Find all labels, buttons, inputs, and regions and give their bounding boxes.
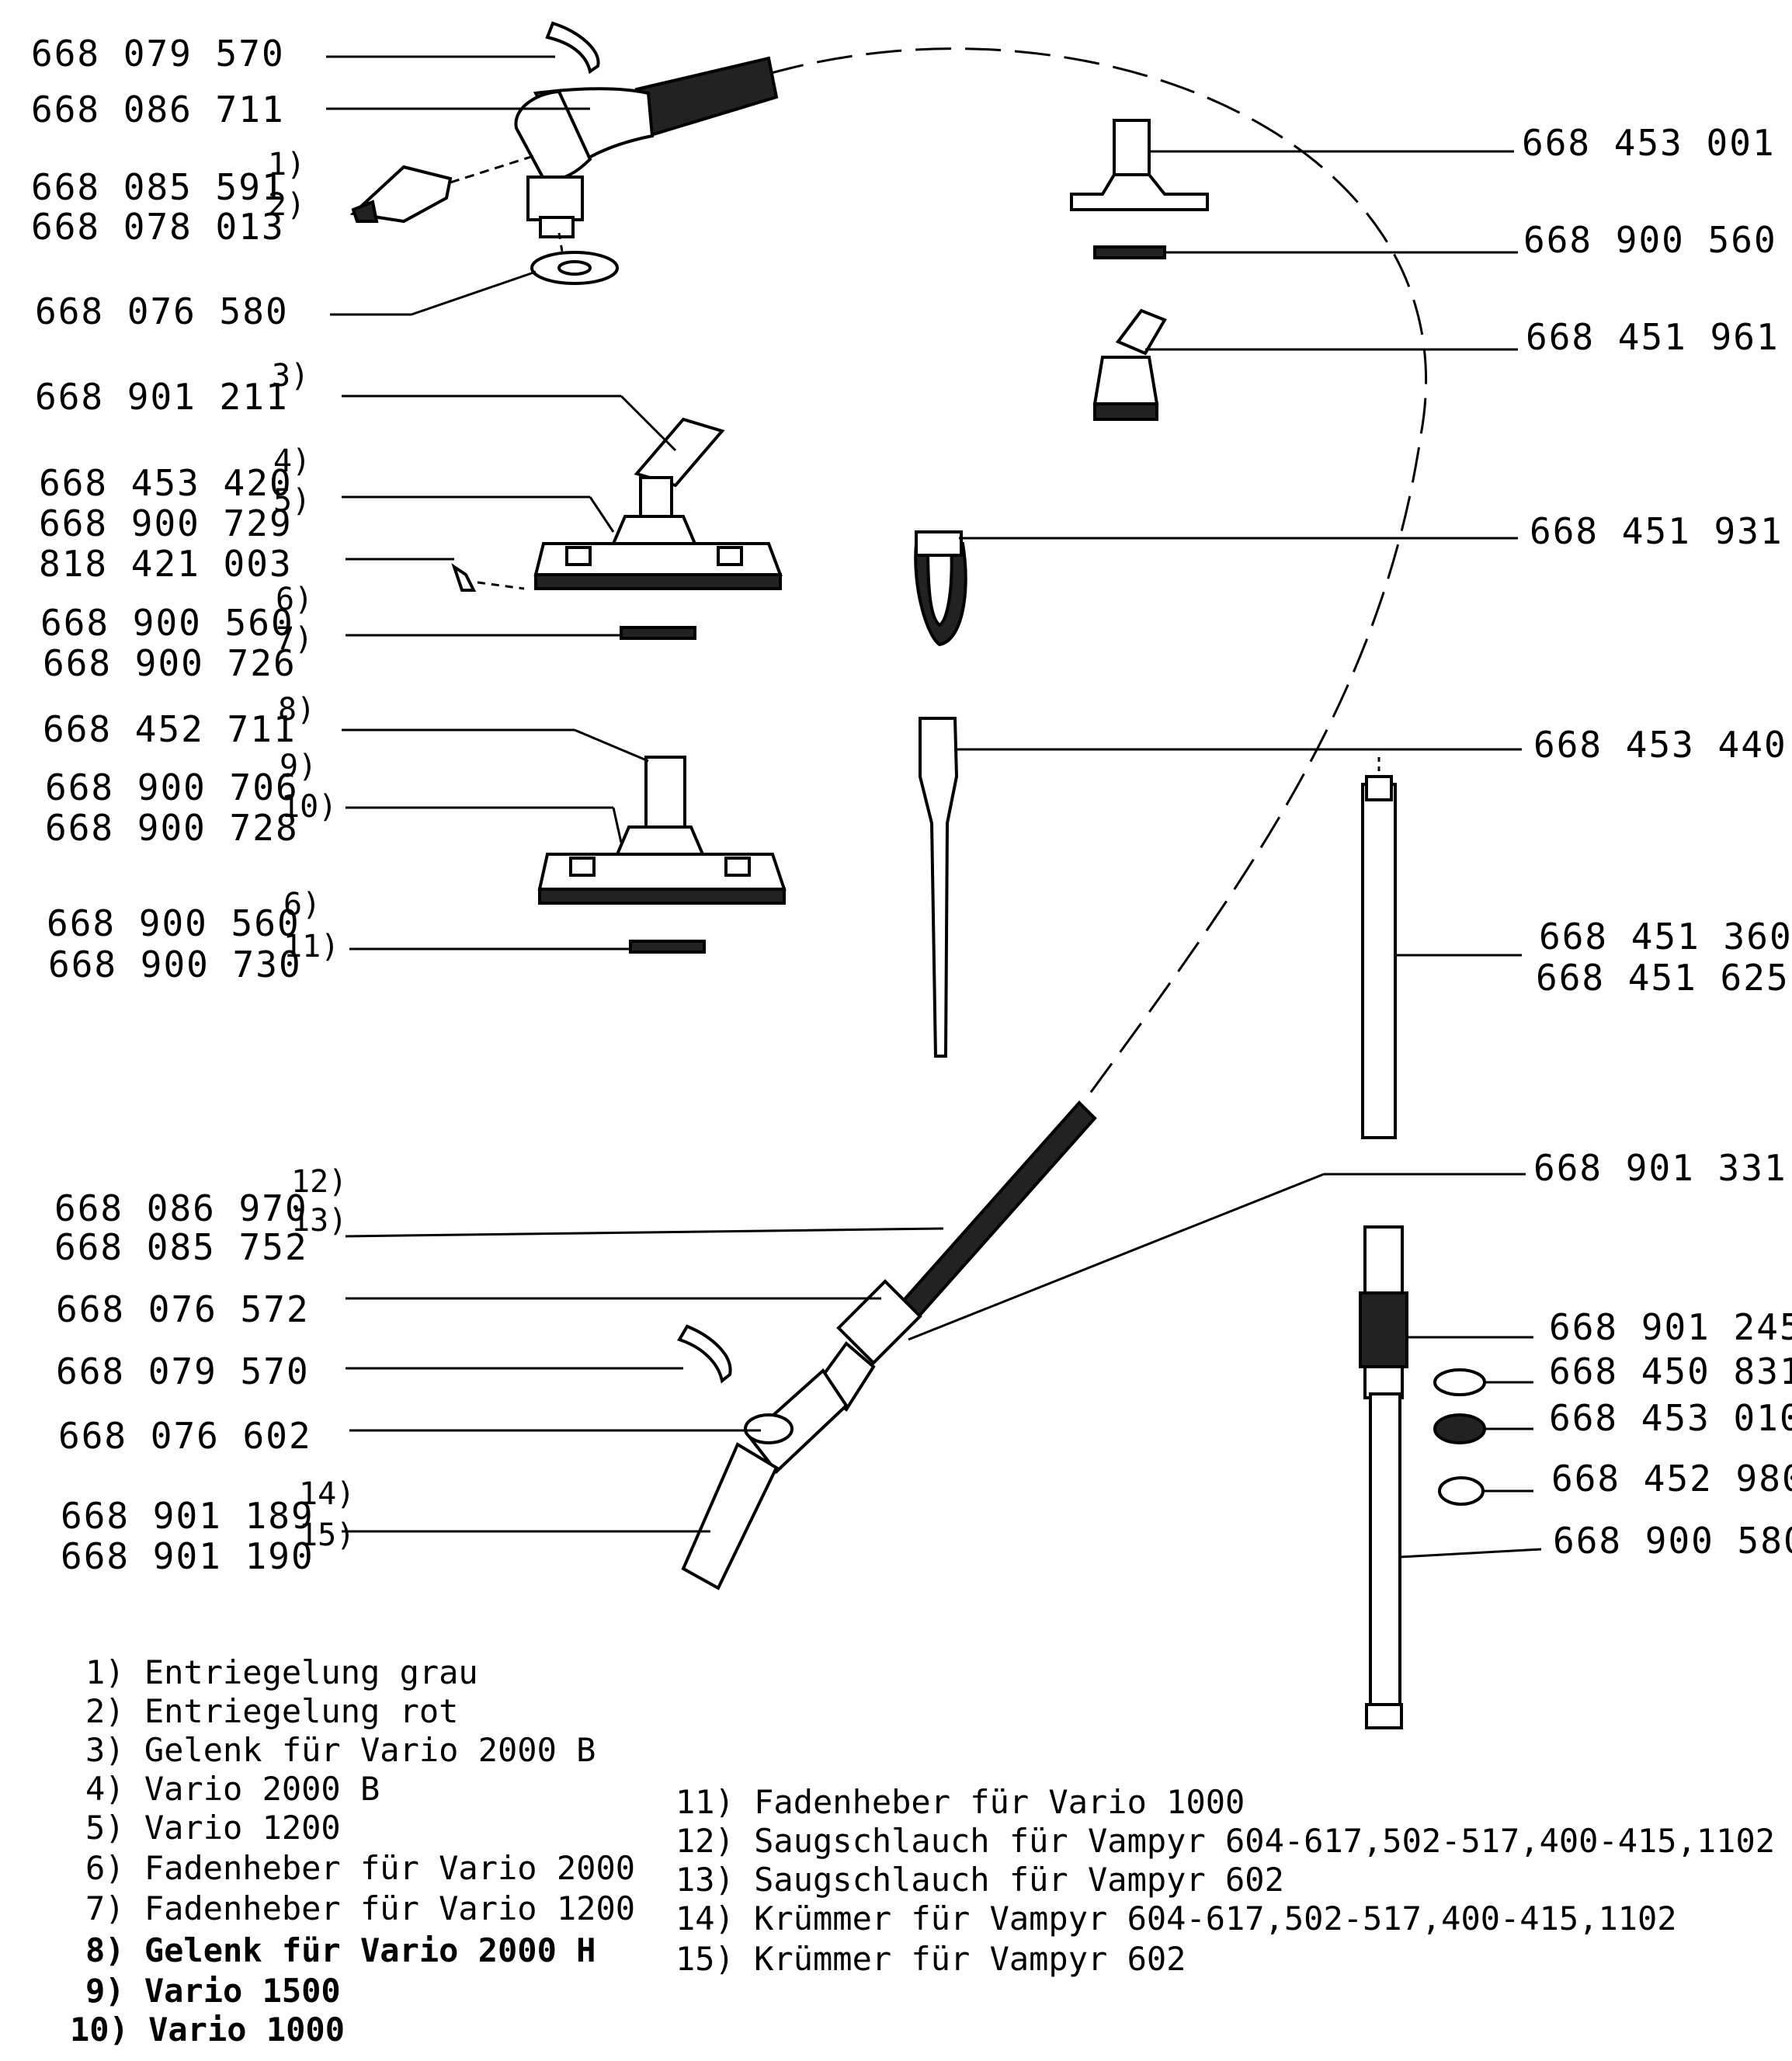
legend-right: 11) Fadenheber für Vario 1000 12) Saugsc… (675, 1783, 1775, 1978)
ref-number: 6) (276, 582, 313, 617)
part-number: 668 901 211 (35, 376, 289, 418)
part-number: 668 901 245 (1549, 1306, 1792, 1348)
legend-item: 8) Gelenk für Vario 2000 H (85, 1931, 596, 1969)
legend-item: 11) Fadenheber für Vario 1000 (675, 1783, 1245, 1821)
part-number: 668 076 572 (56, 1288, 310, 1330)
dusting-brush-right (1092, 308, 1167, 421)
floor-nozzle-lower (537, 756, 787, 905)
extension-tube-upper (1361, 775, 1397, 1139)
part-number: 668 451 961 (1526, 316, 1780, 358)
part-number: 668 076 580 (35, 290, 289, 332)
ref-number: 5) (273, 483, 311, 519)
part-number: 668 079 570 (56, 1350, 310, 1392)
ref-number: 10) (281, 789, 337, 825)
part-number: 668 085 752 (54, 1226, 308, 1268)
clip-icon-bottom (677, 1324, 732, 1384)
part-number: 668 900 728 (45, 807, 299, 849)
part-number: 668 900 706 (45, 766, 299, 808)
release-button-part (349, 165, 453, 224)
part-number: 668 086 711 (31, 89, 285, 130)
upholstery-nozzle-right (1070, 119, 1209, 211)
part-number: 668 076 602 (58, 1415, 312, 1457)
hose-dashed-path (768, 47, 1427, 1103)
part-number: 668 453 440 (1533, 724, 1787, 766)
ref-number: 12) (291, 1164, 347, 1200)
legend-item: 9) Vario 1500 (85, 1972, 341, 2010)
lower-hose-assembly (681, 1100, 1097, 1590)
ring-part-1 (1433, 1368, 1486, 1396)
ref-number: 14) (299, 1476, 355, 1512)
ref-number: 6) (283, 887, 321, 923)
legend-item: 4) Vario 2000 B (85, 1770, 380, 1808)
legend-item: 14) Krümmer für Vampyr 604-617,502-517,4… (675, 1899, 1677, 1938)
ref-number: 8) (278, 692, 315, 728)
clip-icon-top (545, 21, 600, 75)
screw-part (451, 563, 477, 592)
ref-number: 11) (283, 929, 339, 964)
ref-number: 3) (272, 358, 309, 394)
legend-left: 1) Entriegelung grau 2) Entriegelung rot… (70, 1653, 635, 2049)
legend-item: 15) Krümmer für Vampyr 602 (675, 1940, 1186, 1978)
ref-number: 1) (268, 147, 305, 182)
part-number: 668 452 980 (1551, 1458, 1792, 1500)
ring-part-2 (1438, 1476, 1485, 1506)
part-number: 668 900 560 (1523, 219, 1777, 261)
legend-item: 7) Fadenheber für Vario 1200 (85, 1889, 635, 1927)
part-number: 668 901 189 (61, 1495, 314, 1537)
part-number: 668 900 560 (40, 602, 294, 644)
ref-number: 9) (280, 749, 317, 784)
ref-number: 15) (299, 1517, 355, 1553)
crevice-tool-part (919, 717, 959, 1058)
part-number: 668 085 591 (31, 166, 285, 208)
part-number: 668 079 570 (31, 33, 285, 75)
part-number: 668 078 013 (31, 206, 285, 248)
ref-number: 13) (291, 1203, 347, 1239)
ref-number: 2) (268, 187, 305, 223)
part-number: 668 900 580 (1553, 1520, 1792, 1562)
part-number: 668 900 730 (48, 944, 302, 985)
floor-nozzle-upper (533, 417, 783, 590)
thread-lifter-right (1093, 245, 1166, 259)
telescopic-tube-lower (1359, 1225, 1408, 1729)
upper-hose-assembly (514, 56, 779, 238)
legend-item: 1) Entriegelung grau (85, 1653, 478, 1691)
part-number: 668 452 711 (43, 708, 297, 750)
legend-item: 6) Fadenheber für Vario 2000 (85, 1849, 635, 1887)
part-number: 668 453 010 (1549, 1397, 1792, 1439)
part-number: 668 901 331 (1533, 1147, 1787, 1189)
legend-item: 10) Vario 1000 (70, 2011, 345, 2049)
part-number: 668 453 001 (1522, 122, 1776, 164)
part-number: 668 450 831 (1549, 1350, 1792, 1392)
part-number: 668 451 360 (1539, 916, 1792, 958)
legend-item: 12) Saugschlauch für Vampyr 604-617,502-… (675, 1822, 1775, 1860)
legend-item: 5) Vario 1200 (85, 1809, 341, 1847)
slider-part (1433, 1413, 1486, 1444)
part-number: 818 421 003 (39, 543, 293, 585)
part-number: 668 453 420 (39, 462, 293, 504)
leader-lines (326, 55, 1542, 1559)
part-number: 668 086 970 (54, 1187, 308, 1229)
ref-number: 4) (273, 443, 311, 479)
legend-item: 13) Saugschlauch für Vampyr 602 (675, 1861, 1284, 1899)
part-number: 668 451 625 (1536, 957, 1790, 999)
legend-item: 2) Entriegelung rot (85, 1692, 458, 1730)
part-number: 668 900 726 (43, 642, 297, 684)
lint-lifter-upper (620, 626, 696, 640)
ref-number: 7) (276, 621, 313, 657)
upholstery-brush-part (914, 542, 967, 647)
part-number: 668 900 560 (47, 902, 300, 944)
part-number: 668 451 931 (1530, 510, 1783, 552)
lint-lifter-lower (629, 940, 706, 954)
part-number: 668 901 190 (61, 1535, 314, 1577)
part-number: 668 900 729 (39, 502, 293, 544)
legend-item: 3) Gelenk für Vario 2000 B (85, 1731, 596, 1769)
